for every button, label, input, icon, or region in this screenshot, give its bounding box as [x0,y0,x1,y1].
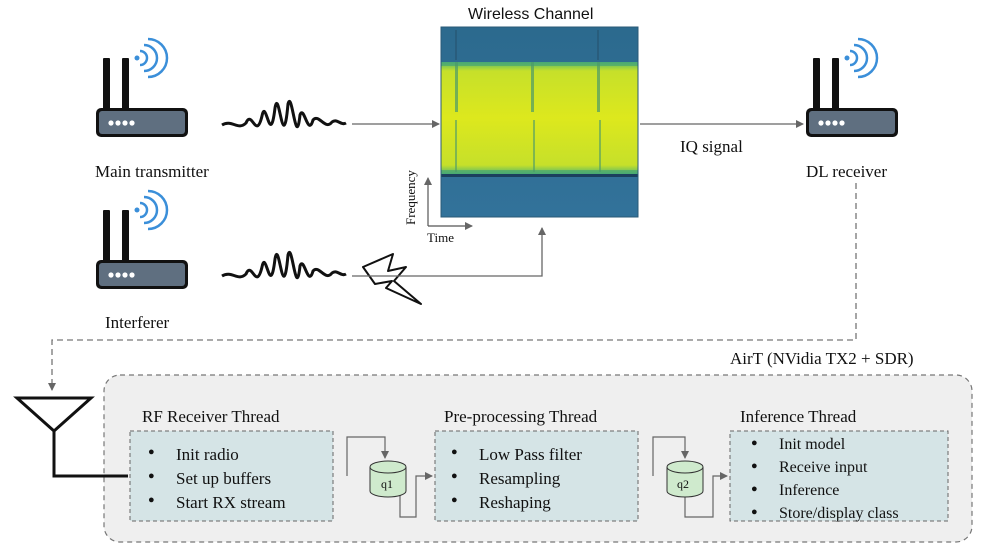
channel-title: Wireless Channel [468,6,594,23]
dl-receiver-icon [804,37,900,139]
rf-receiver-thread-title: RF Receiver Thread [142,407,280,426]
list-item: Low Pass filter [445,446,582,470]
preprocessing-steps: Low Pass filter Resampling Reshaping [445,446,582,518]
list-item: Reshaping [445,494,582,518]
q2-to-inference-connector [684,472,728,518]
preprocessing-thread-title: Pre-processing Thread [444,407,598,426]
inference-steps: Init model Receive input Inference Store… [745,437,899,529]
rf-to-q1-connector [346,436,389,476]
main-transmitter-icon [94,37,190,139]
spectrogram [440,26,639,218]
time-label: Time [427,230,454,245]
preprocessing-to-q2-connector [652,436,689,476]
rf-receiver-steps: Init radio Set up buffers Start RX strea… [142,446,286,518]
list-item: Init radio [142,446,286,470]
main-transmitter-waveform [221,99,347,128]
list-item: Resampling [445,470,582,494]
airt-system-title: AirT (NVidia TX2 + SDR) [730,349,914,368]
list-item: Store/display class [745,506,899,529]
lightning-icon [362,253,422,305]
dl-receiver-label: DL receiver [806,162,888,181]
list-item: Receive input [745,460,899,483]
queue-q2-label: q2 [677,477,689,491]
frequency-label: Frequency [403,170,418,225]
receiver-to-airt-link [48,183,857,391]
main-transmitter-label: Main transmitter [95,162,209,181]
iq-signal-label: IQ signal [680,137,743,156]
interferer-icon [94,189,190,291]
interferer-arrow [352,227,546,277]
q1-to-preprocessing-connector [399,472,433,518]
interferer-label: Interferer [105,313,170,332]
queue-q1-label: q1 [381,477,393,491]
interferer-waveform [221,250,347,279]
list-item: Inference [745,483,899,506]
list-item: Start RX stream [142,494,286,518]
antenna-icon [13,396,128,478]
list-item: Init model [745,437,899,460]
list-item: Set up buffers [142,470,286,494]
inference-thread-title: Inference Thread [740,407,857,426]
